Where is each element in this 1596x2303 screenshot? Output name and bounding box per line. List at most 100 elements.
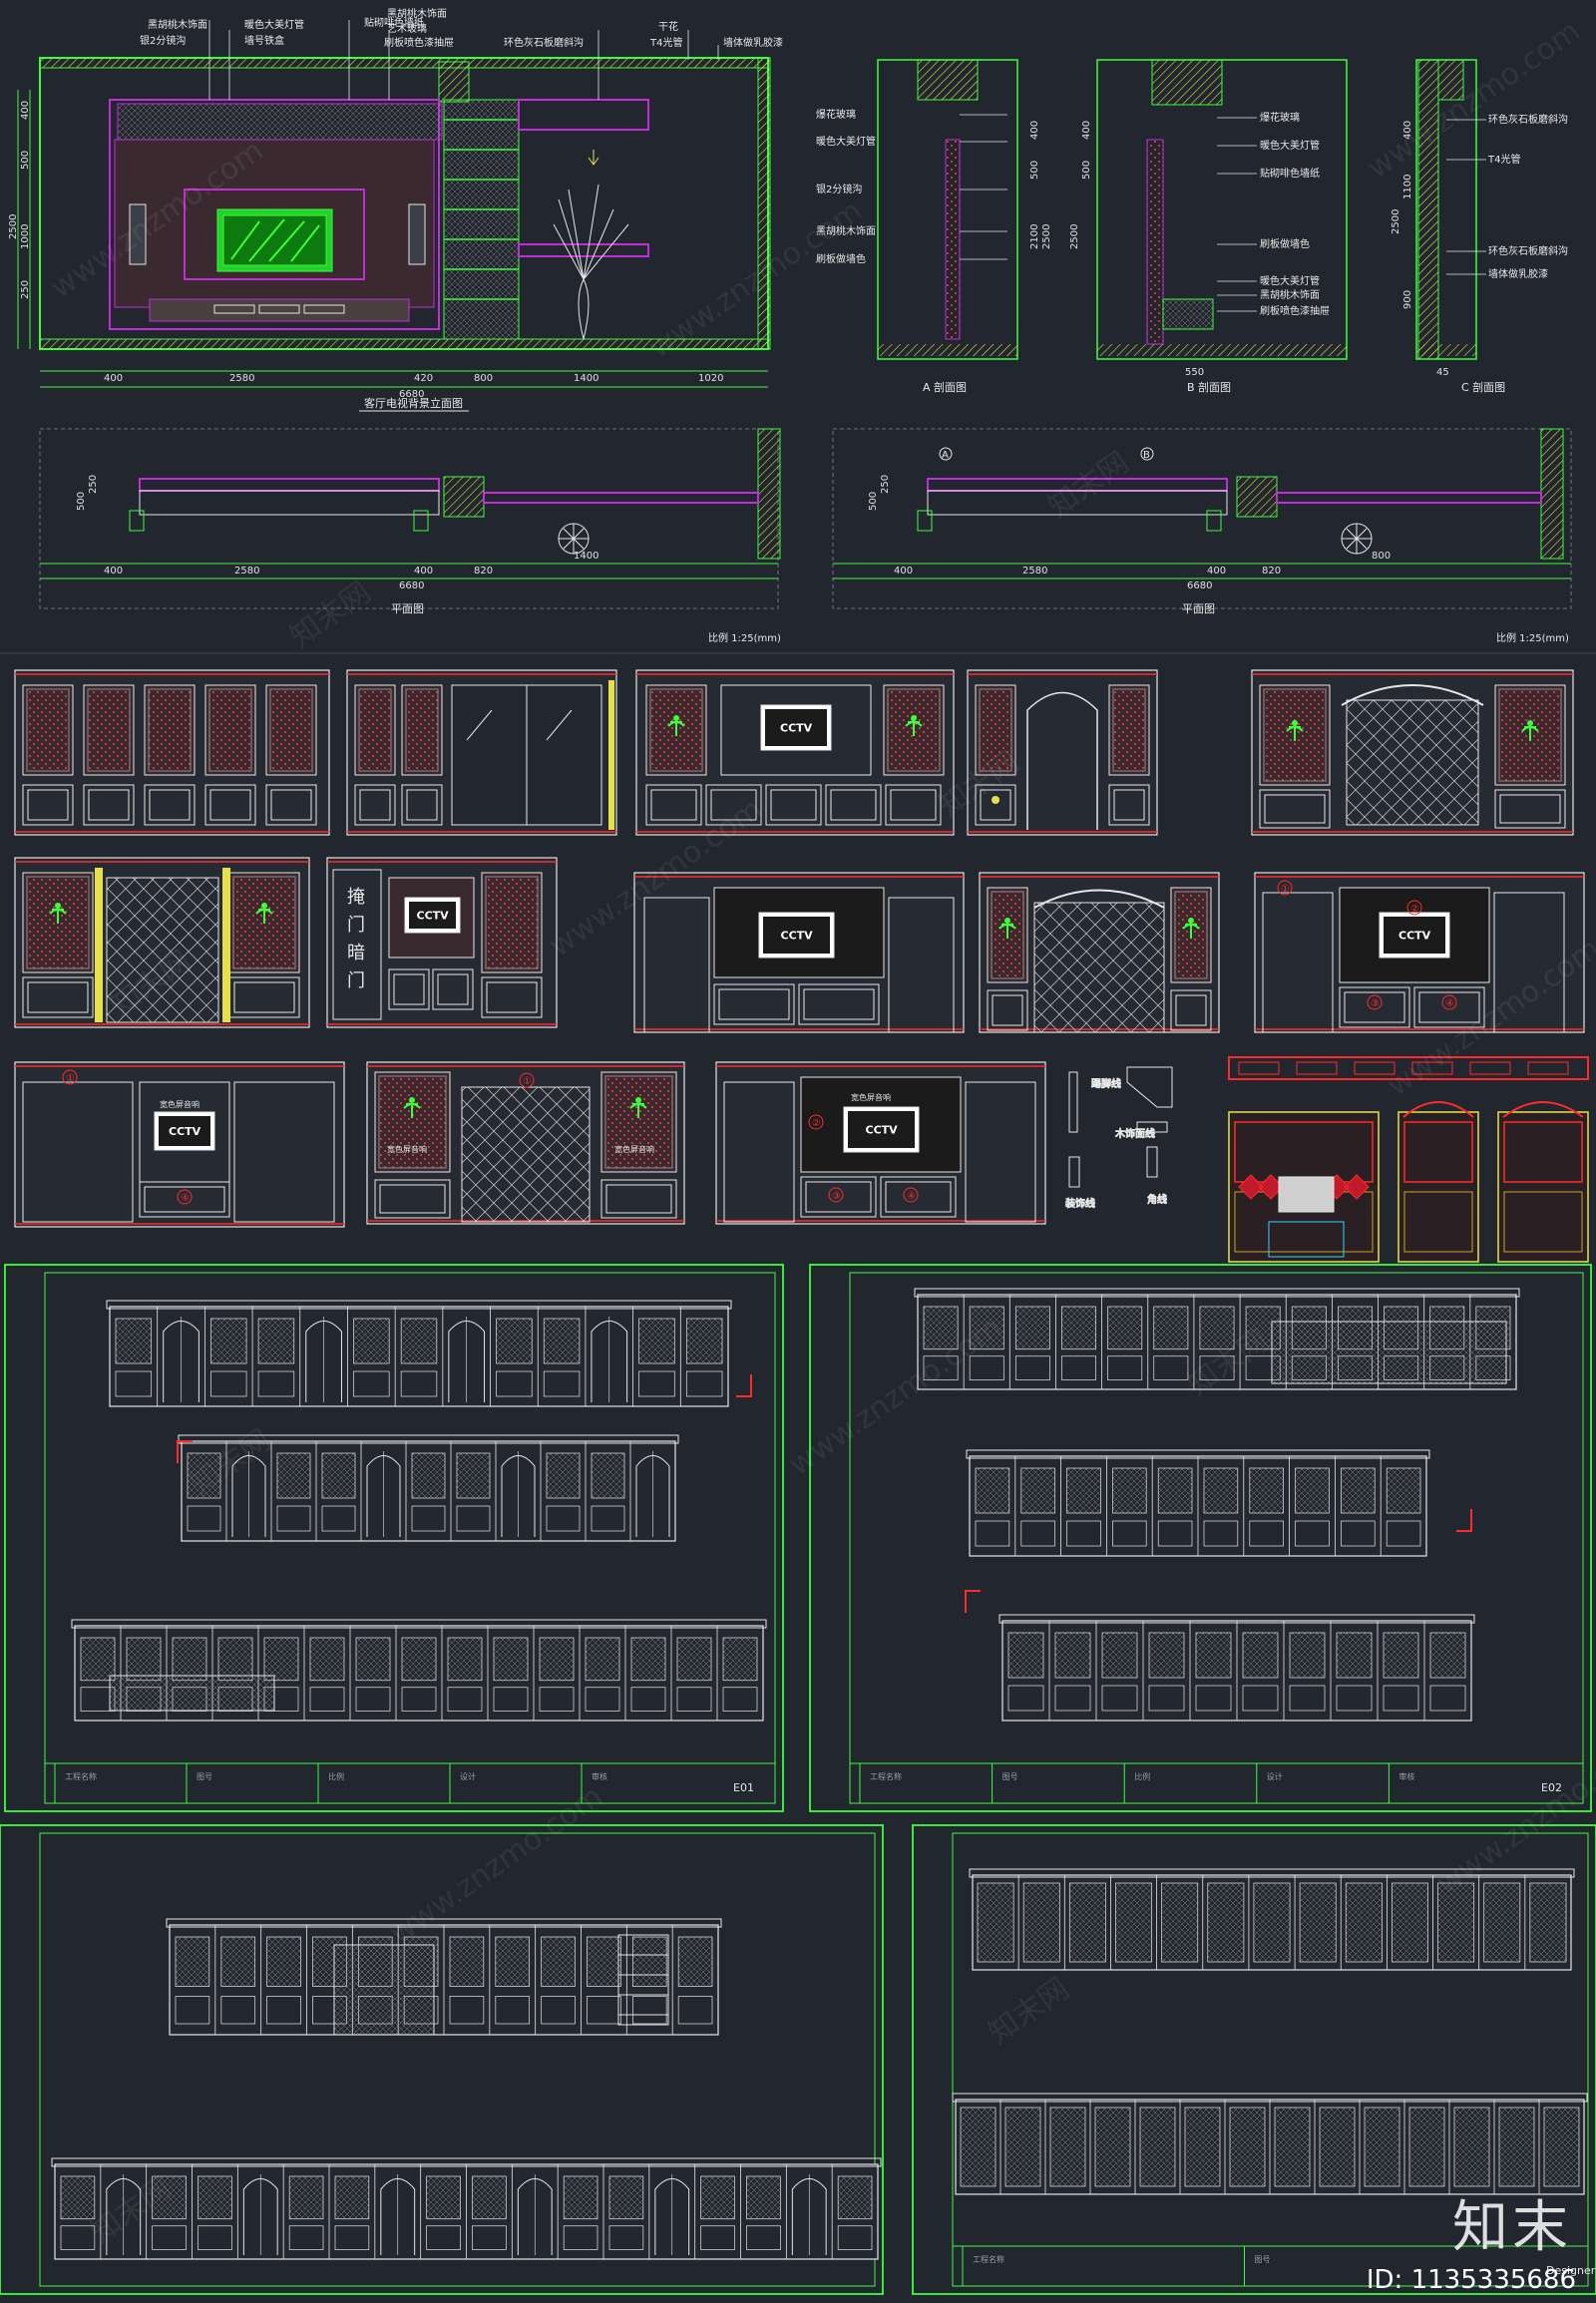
stage-text: 宽色屏音响 — [387, 1144, 427, 1154]
carved-panel — [309, 1637, 345, 1682]
carved-panel — [1408, 2107, 1445, 2187]
lamp-bulb — [55, 903, 61, 909]
lower-panel-inner — [379, 1184, 446, 1214]
lower-panel-inner — [27, 981, 89, 1013]
door-text: 暗 — [347, 943, 365, 963]
lower-panel — [401, 1687, 437, 1712]
dim-text: 2580 — [1022, 566, 1047, 576]
carved-panel — [700, 2175, 735, 2220]
lower-panel — [1339, 986, 1410, 1028]
dim-text: 400 — [1207, 566, 1226, 576]
callout-circle — [519, 1072, 535, 1088]
dim-text: 400 — [104, 373, 123, 384]
tv-screen-inner — [848, 1111, 915, 1148]
carved-panel — [1054, 1632, 1091, 1679]
lower-panel — [204, 784, 256, 826]
lower-panel — [152, 2225, 187, 2250]
staircase — [617, 1934, 669, 2026]
lower-panel — [600, 1179, 677, 1219]
lower-panel — [585, 1687, 620, 1712]
lamp-bulb — [911, 715, 917, 721]
callout: 黑胡桃木饰面 — [387, 7, 447, 20]
lower-panel-inner — [406, 789, 438, 821]
section-label: 爆花玻璃 — [1260, 111, 1300, 124]
dim-text: 400 — [1081, 121, 1092, 140]
mini-tv — [1278, 1176, 1335, 1213]
lower-panel — [975, 1520, 1010, 1547]
sheet-number: E02 — [1541, 1781, 1562, 1794]
carved-panel — [1386, 1467, 1421, 1514]
sheet-number: Designer: — [1546, 2264, 1596, 2277]
wall-lamp-icon — [667, 720, 685, 736]
quilted-panel-inner — [87, 688, 131, 772]
carved-panel — [960, 2107, 997, 2187]
wall-lamp-icon — [629, 1102, 647, 1118]
lower-panel — [1383, 1685, 1419, 1712]
lower-panel-inner — [27, 789, 69, 821]
lamp-bulb — [635, 1097, 641, 1103]
dim-text: 2100 — [1029, 224, 1040, 249]
lower-panel — [1157, 1520, 1193, 1547]
lower-panel — [22, 976, 94, 1018]
callout-number: ① — [523, 1076, 532, 1087]
sheet-border — [912, 1824, 1596, 2295]
tv-surround — [720, 684, 872, 776]
diamond-panel — [106, 877, 219, 1023]
tv-screen-inner — [763, 917, 830, 954]
dim-left: 250 — [20, 280, 31, 299]
section-title: B 剖面图 — [1187, 380, 1231, 394]
carved-panel — [677, 1936, 713, 1987]
lower-panel — [472, 2225, 507, 2250]
lower-panel — [676, 1687, 712, 1712]
lower-panel — [288, 2225, 324, 2250]
carved-panel — [496, 1318, 533, 1364]
dim-left: 400 — [20, 101, 31, 120]
lower-panel — [22, 784, 74, 826]
arch-top — [1341, 684, 1484, 706]
dim-text: 400 — [894, 566, 913, 576]
red-bracket — [736, 1374, 752, 1397]
door — [1493, 892, 1565, 1033]
quilted-panel-inner — [358, 688, 392, 772]
dim-text: 500 — [1029, 161, 1040, 180]
carved-panel — [1295, 1467, 1330, 1514]
carved-panel — [495, 1936, 531, 1987]
section-b: 爆花玻璃 暖色大美灯管 贴砌啡色墙纸 刷板做墙色 暖色大美灯管 黑胡桃木饰面 刷… — [1069, 59, 1348, 394]
dim-text: 250 — [880, 475, 891, 494]
carved-panel — [1274, 2107, 1311, 2187]
lower-panel — [800, 1176, 877, 1218]
section-label: 贴砌啡色墙纸 — [1260, 167, 1320, 180]
carved-panel — [1529, 1882, 1567, 1963]
tv-screen-inner — [765, 709, 827, 746]
lower-panel — [746, 2225, 781, 2250]
carved-panel — [172, 1637, 207, 1682]
lower-panel — [923, 1355, 959, 1380]
lower-panel-inner — [770, 789, 817, 821]
door — [723, 1081, 795, 1223]
image-id: ID: 1135335686 — [1366, 2265, 1576, 2295]
cornice-block — [1354, 1061, 1396, 1075]
cornice-block — [1469, 1061, 1511, 1075]
lower-panel — [975, 784, 1016, 826]
title-block — [849, 1762, 1584, 1804]
wall-lamp-icon — [49, 908, 67, 924]
lower-panel-inner — [992, 994, 1023, 1026]
lower-panel — [447, 1687, 483, 1712]
section-a: 爆花玻璃 暖色大美灯管 银2分镜沟 黑胡桃木饰面 刷板做墙色 400 500 2… — [816, 59, 1052, 394]
carved-panel — [447, 1637, 483, 1682]
section-label: 刷板喷色漆抽屉 — [1260, 304, 1330, 317]
sheet-border — [0, 1824, 884, 2295]
lower-panel — [1112, 1520, 1147, 1547]
quilted-panel-inner — [979, 688, 1012, 772]
quilted-panel-inner — [148, 688, 192, 772]
watermark-text: 知末网 — [983, 1971, 1076, 2051]
carved-panel — [543, 1318, 581, 1364]
lower-panel — [1054, 1685, 1091, 1712]
dim-text: 1400 — [574, 373, 598, 384]
lower-panel — [705, 784, 762, 826]
lower-panel — [187, 1505, 221, 1532]
arch-top — [1033, 889, 1165, 909]
section-label: 爆花玻璃 — [816, 108, 856, 121]
callout: 墙体做乳胶漆 — [723, 36, 783, 49]
